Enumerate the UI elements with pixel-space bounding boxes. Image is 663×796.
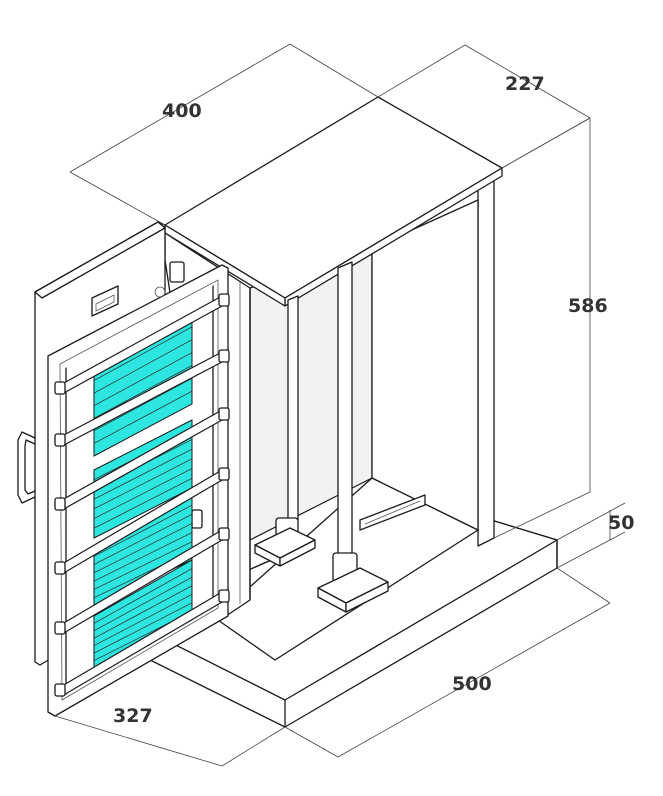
filter-fin-line <box>93 576 193 632</box>
filter-fin-line <box>93 326 193 381</box>
filter-fin-line <box>93 568 193 624</box>
filter-fin-line <box>93 585 193 639</box>
filter-fin-line <box>93 339 193 394</box>
dimension-lines <box>54 43 626 767</box>
filter-fin-line <box>93 477 193 529</box>
strap-clip <box>54 497 66 511</box>
strap-clip <box>54 433 66 447</box>
filter-fin-line <box>93 532 193 582</box>
filter-fin-line <box>93 448 193 500</box>
filter-fin-line <box>93 541 193 590</box>
strap-clip <box>218 527 230 541</box>
filter-fin-line <box>93 377 193 432</box>
filter-fin-line <box>93 458 193 510</box>
filter-fin-line <box>93 365 193 419</box>
strap-clip <box>218 293 230 307</box>
dim-label-depth-top: 227 <box>505 73 545 95</box>
strap-clip <box>54 683 66 697</box>
dim-label-base-height: 50 <box>608 512 634 534</box>
strap-clip <box>54 621 66 635</box>
columns <box>254 261 389 613</box>
dim-label-door-width: 327 <box>113 705 153 727</box>
filter-fin-line <box>93 602 193 654</box>
filter-fin-line <box>93 513 193 565</box>
strap-clip <box>54 561 66 575</box>
filter-fin-line <box>93 468 193 519</box>
dim-label-width-top: 400 <box>162 100 202 122</box>
filter-straps <box>54 293 230 697</box>
strap-clip <box>218 467 230 481</box>
filter-fin-line <box>93 593 193 647</box>
strap-clip <box>218 349 230 363</box>
filter-fin-line <box>93 504 193 557</box>
dim-label-base-width: 500 <box>452 673 492 695</box>
filter-fin-line <box>93 523 193 574</box>
strap-clip <box>54 381 66 395</box>
strap-clip <box>218 589 230 603</box>
filter-fin-line <box>93 390 193 444</box>
filter-fin-line <box>93 352 193 407</box>
dim-label-height: 586 <box>568 295 608 317</box>
strap-clip <box>218 407 230 421</box>
